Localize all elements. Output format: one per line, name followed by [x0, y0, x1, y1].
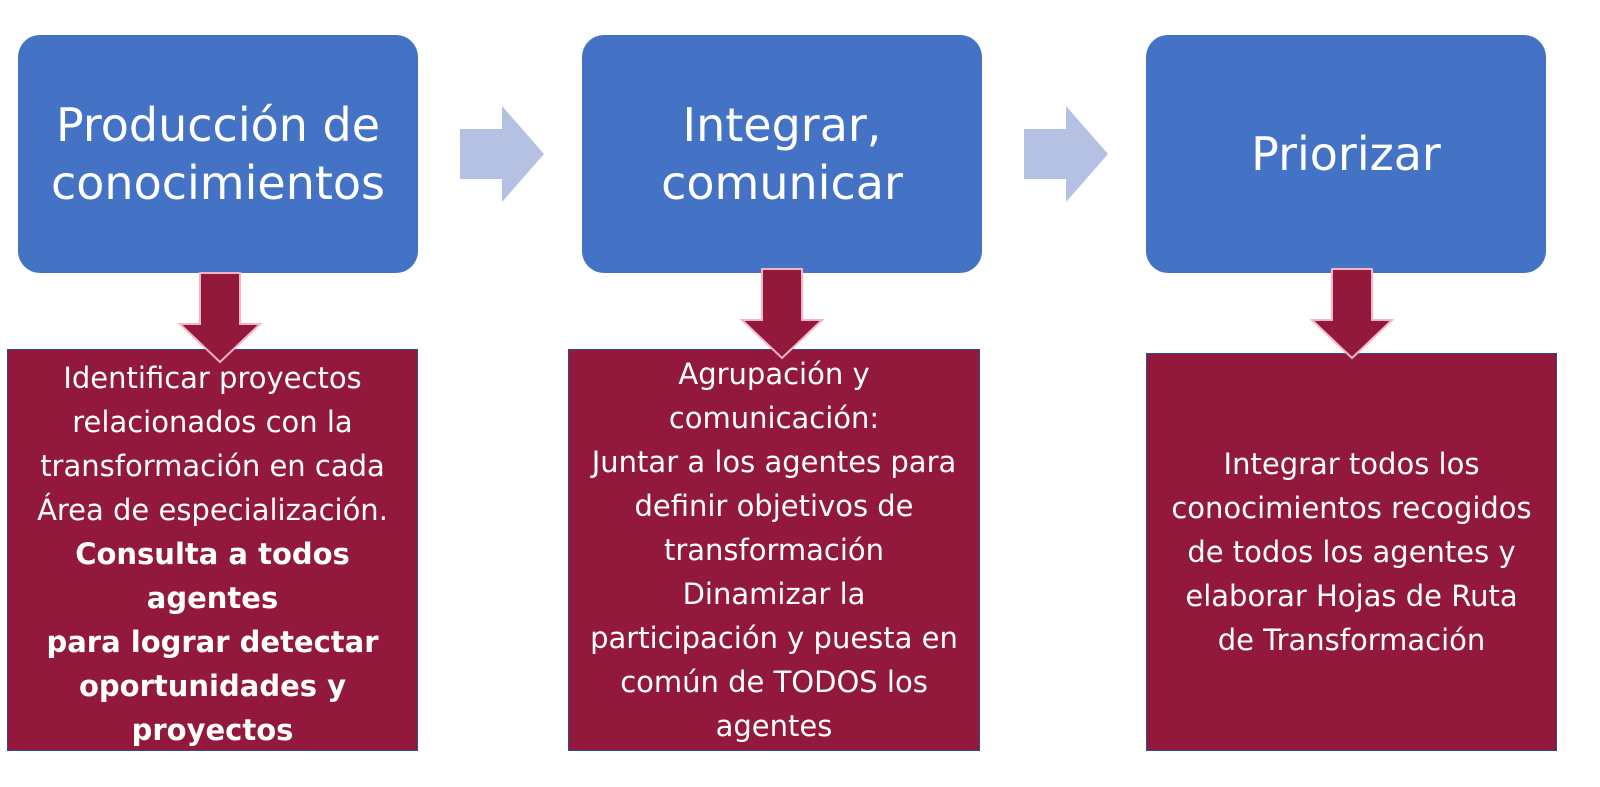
detail-text-integrar: Agrupación y comunicación: Juntar a los …: [590, 357, 958, 743]
stage-box-integrar: Integrar, comunicar: [582, 35, 982, 273]
detail-bold-text-produccion: Consulta a todos agentes para lograr det…: [46, 537, 379, 747]
down-arrow-icon: [740, 268, 824, 360]
right-arrow-icon: [1024, 106, 1108, 202]
stage-box-priorizar: Priorizar: [1146, 35, 1546, 273]
stage-box-produccion: Producción de conocimientos: [18, 35, 418, 273]
detail-box-produccion: Identificar proyectos relacionados con l…: [7, 349, 418, 751]
detail-text-priorizar: Integrar todos los conocimientos recogid…: [1171, 447, 1532, 657]
stage-title-produccion: Producción de conocimientos: [51, 98, 385, 210]
detail-box-integrar: Agrupación y comunicación: Juntar a los …: [568, 349, 980, 751]
down-arrow-icon: [1310, 268, 1394, 360]
detail-box-priorizar: Integrar todos los conocimientos recogid…: [1146, 353, 1557, 751]
down-arrow-icon: [178, 272, 262, 364]
right-arrow-icon: [460, 106, 544, 202]
stage-title-integrar: Integrar, comunicar: [661, 98, 903, 210]
detail-text-produccion: Identificar proyectos relacionados con l…: [37, 361, 388, 527]
stage-title-priorizar: Priorizar: [1251, 127, 1441, 181]
